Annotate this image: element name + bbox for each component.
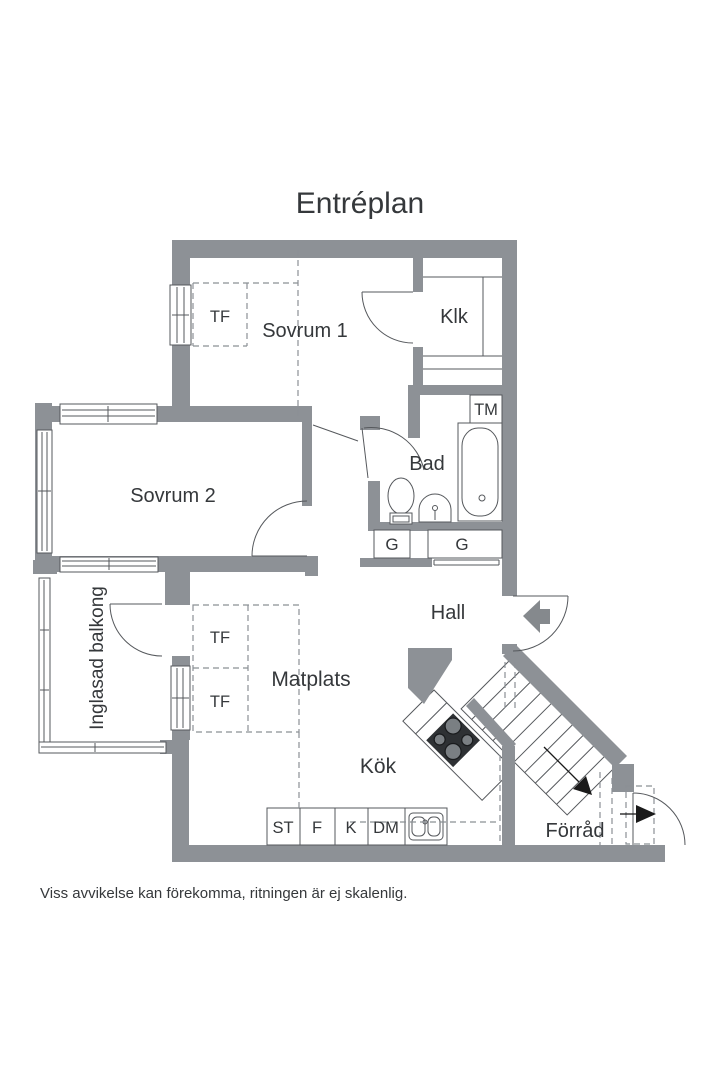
kitchen-sink-icon <box>408 812 444 841</box>
label-st: ST <box>272 819 293 837</box>
disclaimer-text: Viss avvikelse kan förekomma, ritningen … <box>40 885 407 902</box>
stairs-direction-arrow-icon <box>543 746 592 795</box>
label-g2: G <box>455 535 468 554</box>
exit-arrow-icon <box>620 805 656 823</box>
dashed-lines <box>192 250 655 845</box>
kitchen-counter <box>402 689 514 802</box>
label-sovrum2: Sovrum 2 <box>130 485 216 507</box>
label-tf-matplats-1: TF <box>210 629 230 647</box>
label-kok: Kök <box>360 755 397 778</box>
toilet-icon <box>387 477 415 525</box>
label-k: K <box>345 819 356 837</box>
page-title: Entréplan <box>296 187 424 220</box>
door-klk <box>361 291 414 344</box>
label-balkong: Inglasad balkong <box>87 586 108 730</box>
shaft <box>408 648 452 704</box>
entry-arrow-icon <box>523 600 550 633</box>
door-sovrum2 <box>251 500 308 557</box>
label-f: F <box>312 819 322 837</box>
label-matplats: Matplats <box>271 668 350 691</box>
label-bad: Bad <box>409 453 445 475</box>
stair-treads <box>471 668 608 805</box>
bathtub-icon <box>457 422 503 522</box>
window-sovrum2-top <box>59 403 158 425</box>
label-tf-sovrum1: TF <box>210 308 230 326</box>
label-dm: DM <box>373 819 399 837</box>
doors <box>109 291 686 846</box>
label-klk: Klk <box>440 306 469 328</box>
door-entry <box>512 595 569 652</box>
window-sovrum1-left <box>169 284 192 346</box>
room-labels: Sovrum 1 Klk TM Bad G G Sovrum 2 Inglasa… <box>87 306 604 842</box>
label-forrad: Förråd <box>546 820 605 842</box>
door-balcony <box>109 603 163 657</box>
window-sovrum2-left <box>36 429 53 554</box>
label-tf-matplats-2: TF <box>210 693 230 711</box>
tm-box <box>469 394 503 424</box>
window-sovrum2-bottom <box>59 556 159 573</box>
balcony-glazing-left <box>38 577 51 745</box>
g-closets <box>373 529 503 559</box>
klk-wardrobe <box>423 276 502 370</box>
arrows <box>523 600 656 823</box>
windows <box>36 284 192 754</box>
label-hall: Hall <box>431 602 465 624</box>
window-balcony-inner <box>170 665 191 731</box>
balcony-glazing-bottom <box>38 741 167 754</box>
door-bad <box>312 424 425 479</box>
bathroom-sink-icon <box>418 493 452 523</box>
kitchen-units <box>266 807 448 846</box>
fixtures <box>266 276 503 846</box>
label-g1: G <box>385 535 398 554</box>
kitchen-stair-wall <box>466 698 516 752</box>
label-tm: TM <box>474 401 498 419</box>
hall-sill <box>433 559 500 566</box>
label-sovrum1: Sovrum 1 <box>262 320 348 342</box>
door-forrad-exit <box>632 792 686 846</box>
